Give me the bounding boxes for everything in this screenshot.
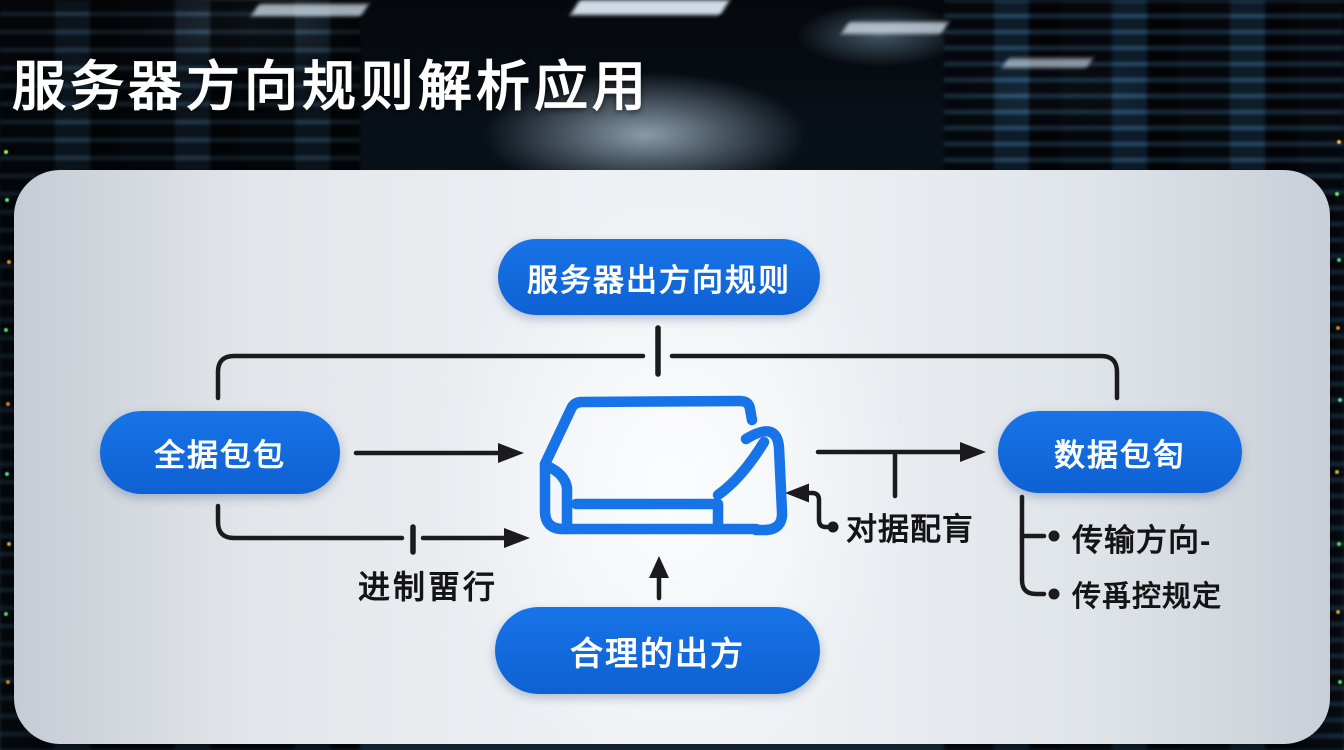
page-title: 服务器方向规则解析应用 — [12, 57, 650, 117]
node-label: 数据包匌 — [1054, 437, 1186, 473]
label-binary-row: 进制畱行 — [358, 569, 499, 605]
list-item-transfer-control: 传爯控规定 — [1072, 581, 1223, 613]
node-label: 全据包包 — [154, 438, 286, 473]
node-reasonable-out: 合理的出方 — [495, 607, 820, 694]
ceiling-light — [1001, 58, 1094, 68]
ceiling-light — [570, 0, 730, 15]
node-packet-left: 全据包包 — [100, 411, 340, 494]
label-match-note: 对据配肓 — [846, 512, 974, 547]
open-box-icon — [539, 395, 788, 536]
rack-led-lights-right — [1337, 140, 1341, 144]
list-item-transfer-direction: 传输方向- — [1072, 523, 1212, 558]
node-label: 合理的出方 — [570, 634, 745, 672]
node-outbound-rule: 服务器出方向规则 — [498, 239, 820, 315]
ceiling-light — [251, 4, 369, 16]
ceiling-light — [841, 22, 949, 34]
node-label: 服务器出方向规则 — [527, 262, 791, 298]
node-packet-right: 数据包匌 — [998, 411, 1242, 493]
rack-led-lights-left — [4, 150, 8, 154]
